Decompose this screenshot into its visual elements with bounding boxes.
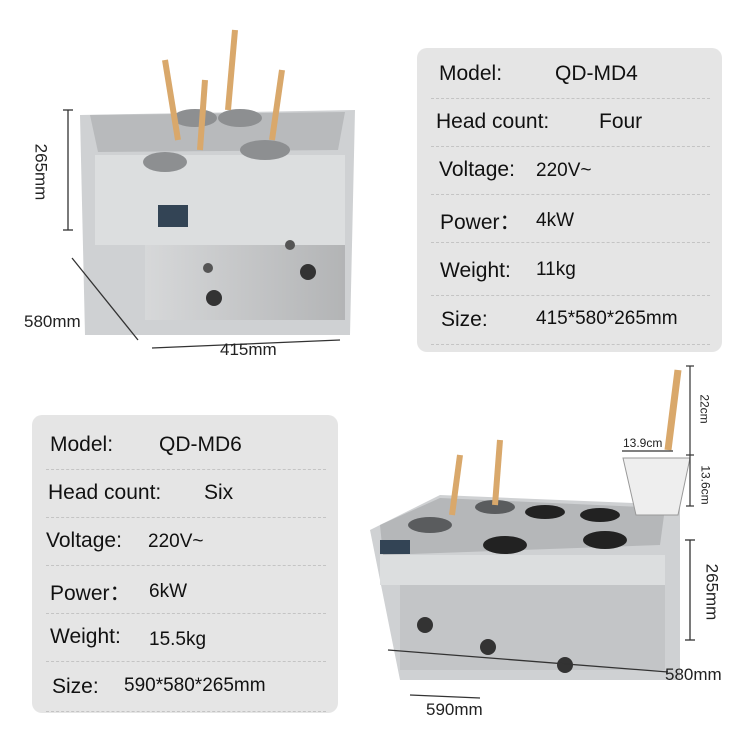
spec-label: Model: (439, 62, 503, 85)
spec-value: 6kW (149, 581, 187, 602)
spec-label: Model: (50, 433, 114, 456)
spec-label: Weight: (440, 259, 511, 282)
spec-value: Six (204, 481, 234, 504)
handle-length-label: 22cm (697, 394, 712, 424)
basket-image (622, 365, 694, 516)
spec-value: QD-MD4 (555, 62, 638, 85)
spec-label: Head count: (436, 110, 550, 133)
four-height-label: 265mm (31, 143, 51, 201)
four-depth-label: 580mm (24, 312, 81, 331)
four-head-cooker (80, 29, 355, 335)
spec-value: Four (599, 110, 643, 133)
four-width-label: 415mm (220, 340, 277, 359)
spec-value: 590*580*265mm (124, 675, 266, 696)
six-head-dimension-lines (387, 539, 695, 699)
spec-value: 220V~ (536, 160, 592, 181)
basket-diameter-label: 13.9cm (623, 436, 663, 450)
spec-label: Voltage: (46, 529, 122, 552)
six-depth-label: 580mm (665, 665, 722, 684)
four-head-dimension-lines (63, 109, 341, 349)
spec-value: 15.5kg (149, 629, 207, 650)
six-head-cooker (370, 439, 680, 680)
spec-label: Size: (52, 675, 99, 698)
brand-logo (158, 205, 188, 227)
spec-label: Power： (440, 211, 521, 234)
spec-value: 220V~ (148, 531, 204, 552)
six-head-spec-panel: Model: QD-MD6 Head count: Six Voltage: 220V… (32, 415, 338, 713)
basket-height-label: 13.6cm (698, 465, 713, 505)
six-height-label: 265mm (702, 563, 722, 621)
six-width-label: 590mm (426, 700, 483, 719)
spec-value: 415*580*265mm (536, 308, 678, 329)
spec-label: Power： (50, 582, 131, 605)
spec-value: QD-MD6 (159, 433, 242, 456)
spec-value: 4kW (536, 210, 574, 231)
spec-label: Size: (441, 308, 488, 331)
spec-label: Head count: (48, 481, 162, 504)
spec-label: Voltage: (439, 158, 515, 181)
spec-value: 11kg (536, 259, 576, 280)
four-head-spec-panel: Model: QD-MD4 Head count: Four Voltage: 220… (417, 48, 722, 352)
spec-label: Weight: (50, 625, 121, 648)
